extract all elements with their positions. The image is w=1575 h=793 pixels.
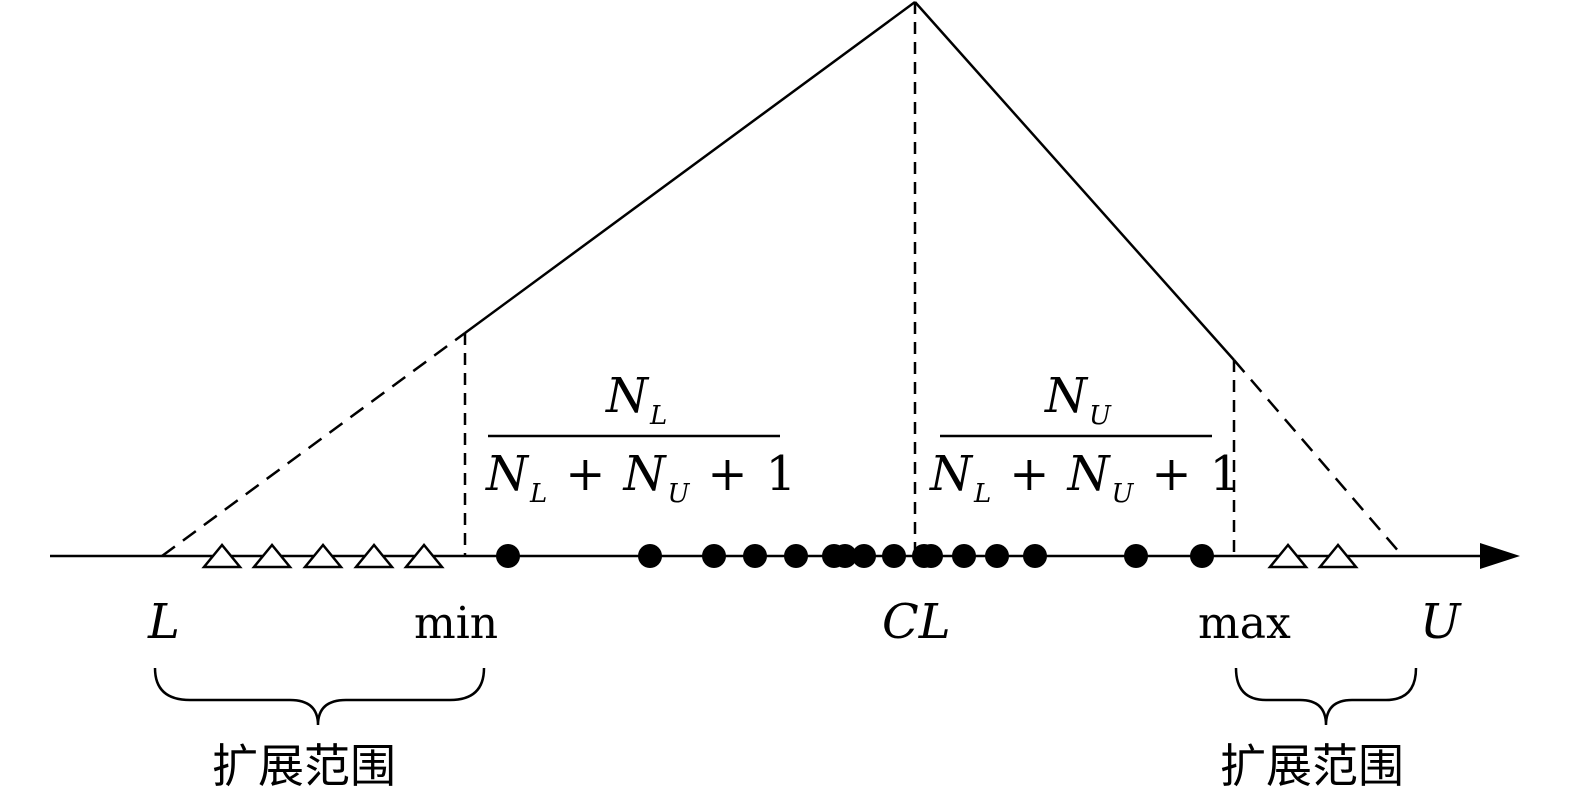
- open-triangle-marker-right: [1267, 543, 1309, 569]
- left-fraction: NL NL+NU+1: [485, 368, 796, 509]
- filled-dot-marker: [1124, 544, 1148, 568]
- axis-label-L: L: [147, 594, 180, 650]
- right-extension-dashed-line: [1233, 359, 1401, 554]
- filled-dot-marker: [702, 544, 726, 568]
- filled-dot-marker: [638, 544, 662, 568]
- axis-label-max: max: [1198, 598, 1291, 649]
- open-triangle-marker-left: [353, 543, 395, 569]
- right-fraction-numerator: NU: [1044, 368, 1112, 431]
- filled-dot-marker: [919, 544, 943, 568]
- open-triangle-marker-left: [251, 543, 293, 569]
- filled-dot-marker: [784, 544, 808, 568]
- open-triangle-marker-left: [201, 543, 243, 569]
- left-solid-side: [464, 0, 916, 335]
- open-triangle-marker-left: [403, 543, 445, 569]
- filled-dot-marker: [852, 544, 876, 568]
- left-curly-brace: [153, 667, 486, 726]
- filled-dot-marker: [1190, 544, 1214, 568]
- left-fraction-numerator: NL: [605, 368, 667, 431]
- filled-dot-marker: [743, 544, 767, 568]
- axis-label-U: U: [1420, 594, 1462, 650]
- left-extension-dashed-line: [161, 331, 466, 558]
- filled-dot-marker: [882, 544, 906, 568]
- filled-dot-marker: [1023, 544, 1047, 568]
- filled-dot-marker: [985, 544, 1009, 568]
- right-fraction: NU NL+NU+1: [929, 368, 1240, 509]
- filled-dot-marker: [496, 544, 520, 568]
- right-solid-side: [914, 1, 1235, 361]
- open-triangle-marker-left: [302, 543, 344, 569]
- open-triangle-marker-right: [1317, 543, 1359, 569]
- left-fraction-denominator: NL+NU+1: [485, 446, 796, 509]
- sample-markers: [201, 543, 1359, 569]
- right-curly-brace: [1234, 667, 1418, 726]
- filled-dot-marker: [952, 544, 976, 568]
- left-brace-label: 扩展范围: [212, 739, 396, 793]
- right-brace-label: 扩展范围: [1220, 739, 1404, 793]
- axis-label-min: min: [414, 598, 498, 649]
- right-fraction-denominator: NL+NU+1: [929, 446, 1240, 509]
- axis-label-CL: CL: [882, 594, 951, 650]
- axis-arrowhead: [1480, 543, 1520, 569]
- filled-dot-marker: [833, 544, 857, 568]
